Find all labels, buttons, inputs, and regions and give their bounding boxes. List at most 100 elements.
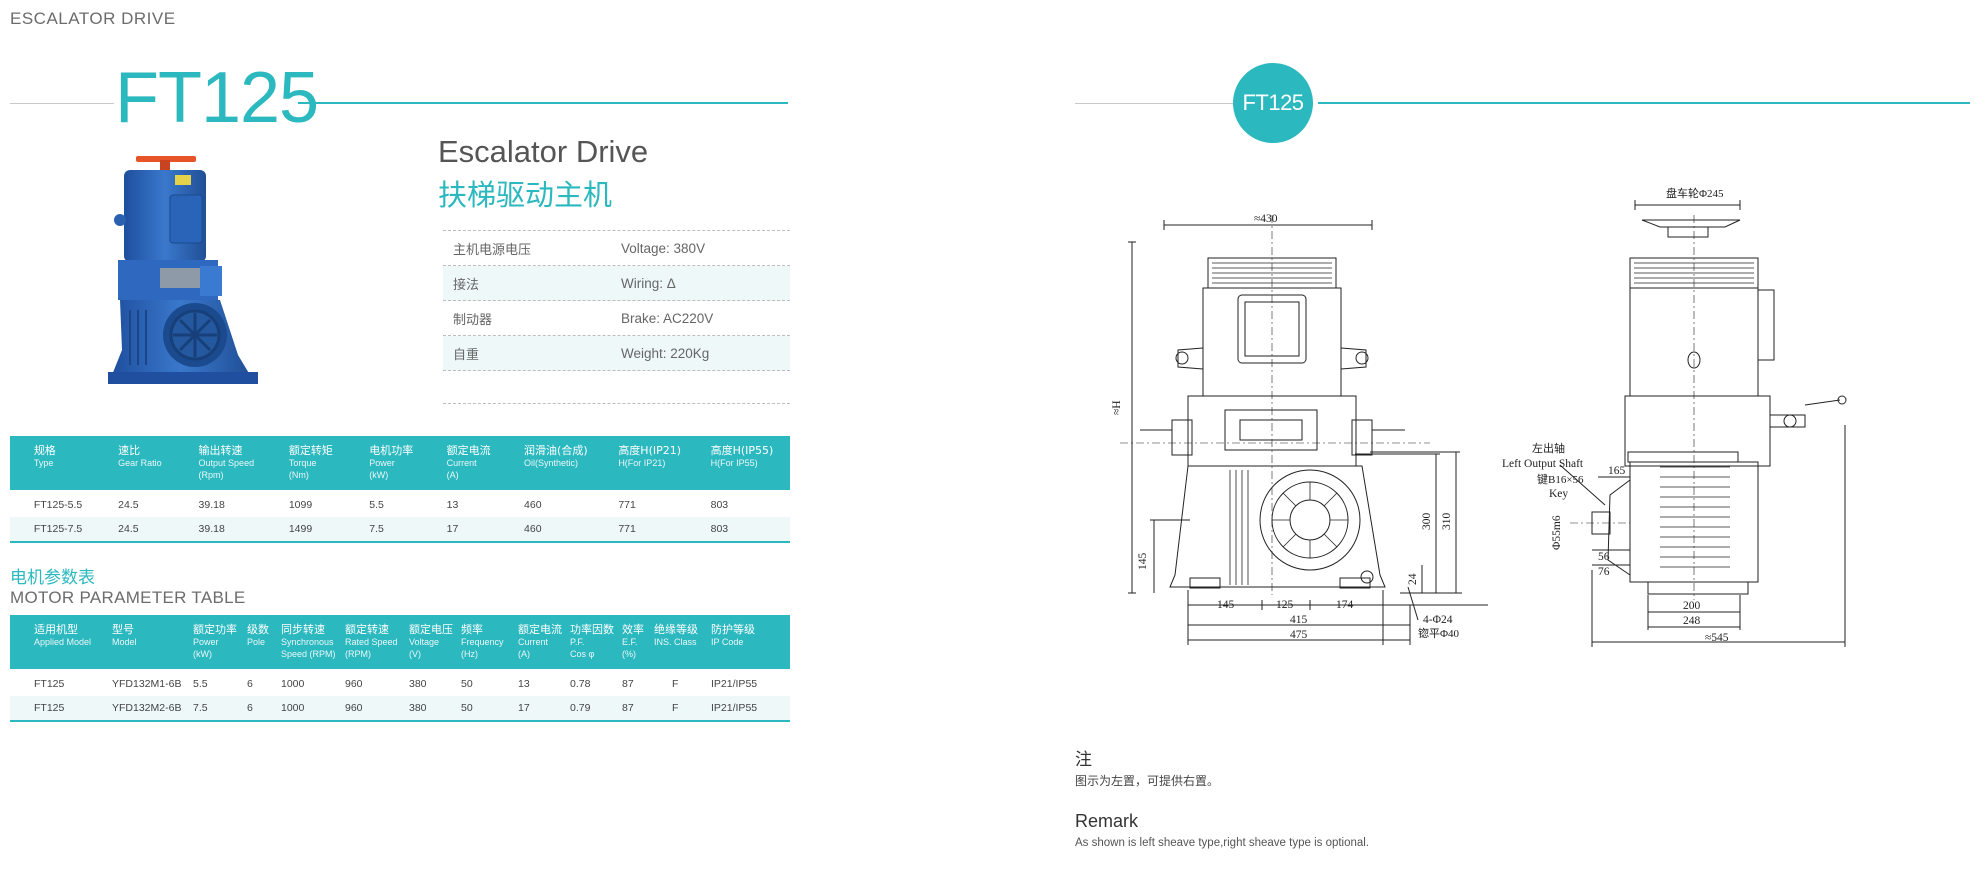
title-rule-left xyxy=(10,103,114,104)
label-left-shaft-en: Left Output Shaft xyxy=(1502,458,1584,470)
dim-76: 76 xyxy=(1598,566,1610,578)
product-name-cn: 扶梯驱动主机 xyxy=(438,178,613,212)
section-header: ESCALATOR DRIVE xyxy=(10,9,176,28)
dim-545: ≈545 xyxy=(1705,632,1729,644)
dim-145-vertical: 145 xyxy=(1137,553,1149,571)
dim-200: 200 xyxy=(1683,600,1701,612)
spec-label: 接法 xyxy=(453,277,480,293)
cell-sync-speed: 1000 xyxy=(281,678,305,690)
cell-ins-class: F xyxy=(672,702,679,714)
note-heading-en: Remark xyxy=(1075,811,1139,831)
cell-sync-speed: 1000 xyxy=(281,702,305,714)
note-text-en: As shown is left sheave type,right sheav… xyxy=(1075,837,1370,849)
cell-rated-speed: 960 xyxy=(345,702,363,714)
cell-height-ip21: 771 xyxy=(618,523,636,535)
cell-output-speed: 39.18 xyxy=(198,523,225,535)
table-row: FT125 YFD132M1-6B 5.5 6 1000 960 380 50 … xyxy=(10,672,790,696)
cell-applied-model: FT125 xyxy=(34,678,65,690)
cell-ip-code: IP21/IP55 xyxy=(711,678,758,690)
dim-300: 300 xyxy=(1421,513,1433,531)
cell-model: YFD132M1-6B xyxy=(112,678,182,690)
badge-rule-right xyxy=(1318,102,1970,104)
dim-56: 56 xyxy=(1598,551,1610,563)
cell-power: 5.5 xyxy=(369,499,384,511)
cell-height-ip55: 803 xyxy=(710,499,729,511)
cell-voltage: 380 xyxy=(409,678,427,690)
model-title: FT125 xyxy=(115,58,319,138)
cell-pole: 6 xyxy=(247,702,253,714)
cell-current: 17 xyxy=(446,523,459,535)
label-handwheel: 盘车轮Φ245 xyxy=(1666,186,1724,200)
cell-voltage: 380 xyxy=(409,702,427,714)
badge-rule-left xyxy=(1075,103,1233,104)
dim-415: 415 xyxy=(1290,614,1308,626)
cell-model: YFD132M2-6B xyxy=(112,702,182,714)
dim-248: 248 xyxy=(1683,615,1701,627)
spec-row-voltage: 主机电源电压 Voltage: 380V xyxy=(443,231,790,266)
cell-height-ip55: 803 xyxy=(710,523,729,535)
cell-power: 5.5 xyxy=(193,678,208,690)
cell-current: 13 xyxy=(518,678,530,690)
dim-125: 125 xyxy=(1276,599,1294,611)
spec-value: Weight: 220Kg xyxy=(621,345,710,361)
table-row: FT125 YFD132M2-6B 7.5 6 1000 960 380 50 … xyxy=(10,696,790,720)
cell-type: FT125-7.5 xyxy=(33,523,83,535)
table-row: FT125-7.5 24.5 39.18 1499 7.5 17 460 771… xyxy=(10,517,790,541)
dim-24: 24 xyxy=(1407,573,1419,585)
escalator-drive-product-image xyxy=(108,156,258,384)
cell-rated-speed: 960 xyxy=(345,678,363,690)
spec-label: 主机电源电压 xyxy=(453,242,532,258)
cell-gear-ratio: 24.5 xyxy=(118,499,139,511)
spec-table: 主机电源电压 Voltage: 380V 接法 Wiring: Δ 制动器 Br… xyxy=(443,230,790,371)
cell-current: 13 xyxy=(446,499,459,511)
cell-torque: 1499 xyxy=(288,523,313,535)
dim-174: 174 xyxy=(1336,599,1354,611)
technical-drawing: ≈430 ≈H 145 300 310 24 145 125 174 415 4… xyxy=(1111,186,1847,647)
cell-current: 17 xyxy=(518,702,530,714)
dim-holes: 4-Φ24 xyxy=(1423,614,1453,626)
spec-row-brake: 制动器 Brake: AC220V xyxy=(443,301,790,336)
spec-label: 自重 xyxy=(453,347,480,363)
cell-type: FT125-5.5 xyxy=(33,499,83,511)
note-text-cn: 图示为左置，可提供右置。 xyxy=(1075,774,1220,788)
model-badge: FT125 xyxy=(1233,63,1313,143)
spec-row-weight: 自重 Weight: 220Kg xyxy=(443,336,790,371)
dim-145: 145 xyxy=(1217,599,1235,611)
cell-applied-model: FT125 xyxy=(34,702,65,714)
header-height-ip21: 高度H(IP21)H(For IP21) xyxy=(618,444,682,469)
cell-frequency: 50 xyxy=(461,702,473,714)
spec-value: Wiring: Δ xyxy=(621,275,676,291)
spec-value: Voltage: 380V xyxy=(621,240,706,256)
label-shaft-diameter: Φ55m6 xyxy=(1551,515,1563,550)
front-view-drawing xyxy=(1120,215,1488,645)
note-heading-cn: 注 xyxy=(1075,750,1092,770)
cell-oil: 460 xyxy=(524,499,542,511)
dim-475: 475 xyxy=(1290,629,1308,641)
dim-165: 165 xyxy=(1608,465,1626,477)
cell-ins-class: F xyxy=(672,678,679,690)
table-row: FT125-5.5 24.5 39.18 1099 5.5 13 460 771… xyxy=(10,493,790,517)
spec-table-bottom-rule xyxy=(443,403,790,404)
dim-width-top: ≈430 xyxy=(1254,213,1278,225)
header-oil: 润滑油(合成)Oil(Synthetic) xyxy=(524,444,588,469)
cell-efficiency: 87 xyxy=(622,702,634,714)
label-left-shaft-cn: 左出轴 xyxy=(1532,441,1565,455)
cell-efficiency: 87 xyxy=(622,678,634,690)
